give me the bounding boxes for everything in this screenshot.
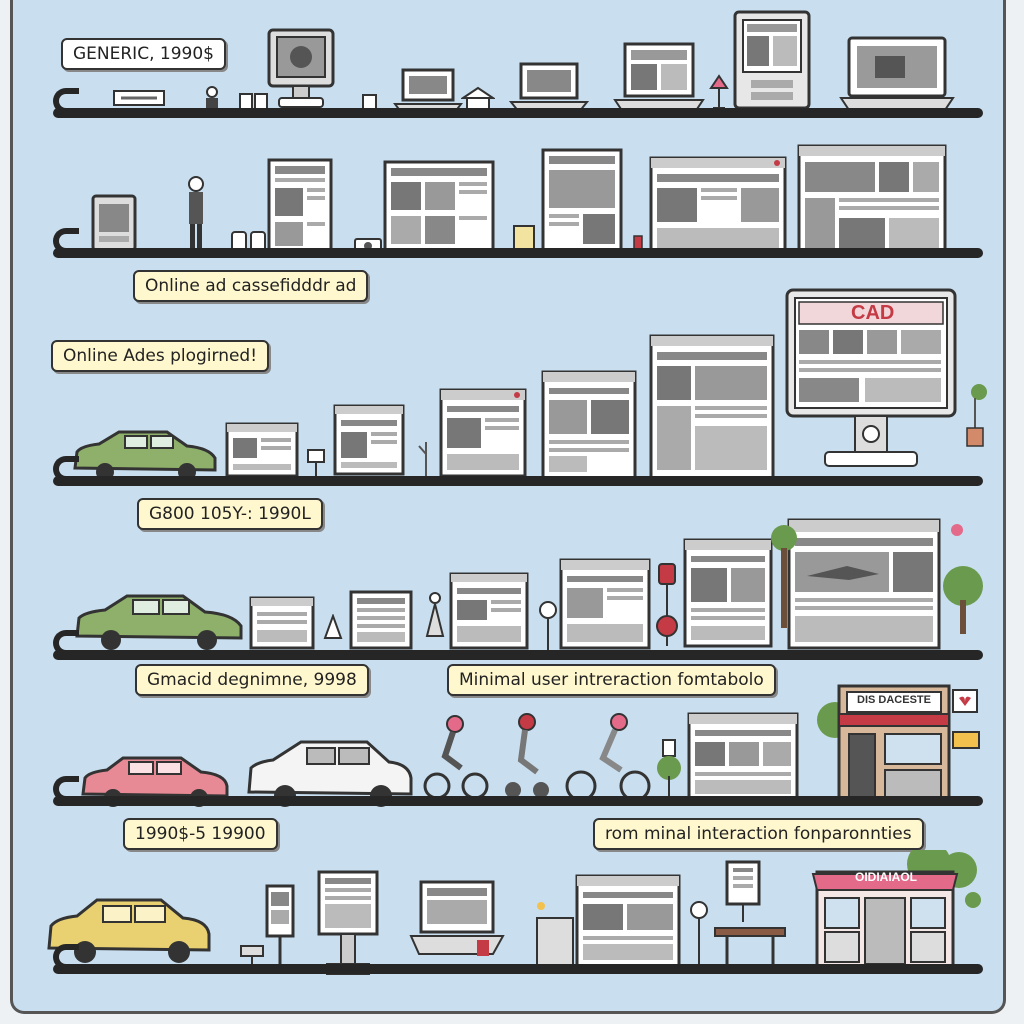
web-ad-page — [349, 590, 413, 650]
car-icon — [243, 738, 415, 808]
billboard-sign: CAD — [851, 302, 895, 324]
speakers-icon — [239, 92, 269, 110]
web-ad-page — [439, 388, 527, 478]
shop-sign: OIDIAIAOL — [855, 870, 917, 884]
laptop-icon — [839, 36, 955, 112]
shop-storefront: DIS DACESTE — [813, 670, 983, 806]
web-ad-page — [333, 404, 405, 476]
crt-monitor-icon — [265, 28, 337, 110]
person-icon — [203, 86, 221, 112]
timeline-row-3: Online Ades plogirned! — [13, 288, 1003, 540]
newspaper-ad-page — [541, 148, 623, 254]
laptop-icon — [409, 880, 505, 960]
era-label-row5a: 1990$-5 19900 — [123, 818, 278, 850]
lamp-icon — [707, 74, 731, 112]
house-icon — [461, 86, 495, 112]
web-ad-page — [649, 156, 787, 256]
timeline-track — [53, 476, 983, 486]
newspaper-ad-page — [383, 160, 495, 254]
car-icon — [69, 428, 219, 484]
shop-sign: DIS DACESTE — [857, 694, 931, 706]
web-ad-page — [449, 572, 529, 650]
speakers-icon — [231, 230, 267, 254]
timeline-track — [53, 108, 983, 118]
era-label-row3b: G800 105Y-: 1990L — [137, 498, 323, 530]
timeline-track — [53, 650, 983, 660]
menu-board-icon — [725, 860, 761, 924]
timeline-row-4: Gmacid degnimne, 9998 Minimal user intre… — [13, 518, 1003, 700]
potted-plant-icon — [653, 736, 685, 802]
web-ad-page — [541, 370, 637, 480]
person-icon — [425, 592, 445, 640]
timeline-row-6: OIDIAIAOL — [13, 850, 1003, 1011]
cafe-table-icon — [687, 900, 797, 970]
car-icon — [71, 592, 245, 652]
web-ad-page — [687, 712, 799, 802]
monitor-icon — [91, 194, 137, 252]
cyclist-icon — [563, 710, 653, 804]
timeline-track — [53, 796, 983, 806]
desktop-monitor-billboard: CAD — [785, 288, 957, 482]
tree-icon — [939, 510, 987, 636]
timeline-row-5: DIS DACESTE 1990$-5 19900 rom minal inte… — [13, 684, 1003, 860]
plant-icon — [961, 382, 991, 452]
web-ad-page — [559, 558, 651, 650]
laptop-icon — [509, 62, 589, 114]
web-ad-page — [575, 874, 681, 968]
keyboard-icon — [113, 88, 165, 108]
web-ad-page — [249, 596, 315, 650]
era-label-row4b: Minimal user intreraction fomtabolo — [447, 664, 776, 696]
newspaper-ad-page — [267, 158, 333, 254]
web-ad-page — [787, 518, 941, 650]
era-label-row2: Online ad cassefidddr ad — [133, 270, 369, 302]
era-label-row4a: Gmacid degnimne, 9998 — [135, 664, 369, 696]
sign-post-icon — [653, 562, 681, 648]
cyclist-icon — [423, 710, 489, 800]
desktop-computer-icon — [731, 10, 813, 114]
shop-storefront: OIDIAIAOL — [809, 850, 985, 970]
car-icon — [43, 896, 213, 966]
kiosk-icon — [239, 884, 295, 974]
timeline-row-1: GENERIC, 1990$ — [13, 0, 1003, 130]
timeline-track — [53, 248, 983, 258]
person-icon — [185, 176, 207, 254]
era-label-row3: Online Ades plogirned! — [51, 340, 270, 372]
era-label-row5b: rom minal interaction fonparonnties — [593, 818, 924, 850]
tree-icon — [769, 520, 799, 630]
trash-bin-icon — [531, 900, 579, 970]
laptop-icon — [613, 42, 705, 114]
timeline-row-2: Online ad cassefidddr ad — [13, 130, 1003, 310]
timeline-poster: GENERIC, 1990$ — [10, 0, 1006, 1014]
era-label-row1: GENERIC, 1990$ — [61, 38, 226, 70]
desktop-computer-icon — [317, 870, 389, 976]
web-ad-page — [683, 538, 773, 648]
web-ad-page — [225, 422, 299, 478]
timeline-track — [53, 964, 983, 974]
cone-icon — [323, 614, 343, 640]
car-icon — [77, 754, 231, 808]
plant-icon — [417, 438, 435, 478]
sign-post-icon — [305, 448, 327, 478]
lamp-post-icon — [535, 600, 561, 652]
cyclist-icon — [497, 710, 557, 800]
web-ad-page — [797, 144, 947, 256]
web-ad-page — [649, 334, 775, 480]
